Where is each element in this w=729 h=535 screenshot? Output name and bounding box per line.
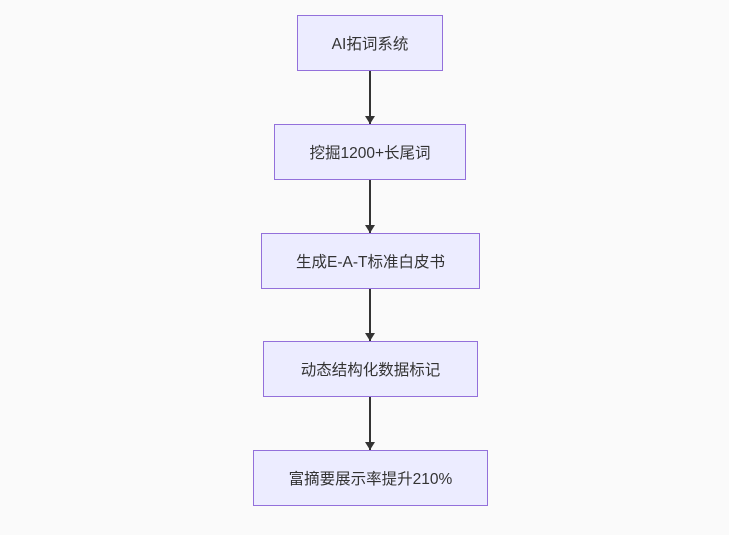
- flow-node-structured-data-markup: 动态结构化数据标记: [263, 341, 478, 397]
- flow-node-rich-snippet-result: 富摘要展示率提升210%: [253, 450, 488, 506]
- node-label: 挖掘1200+长尾词: [309, 145, 431, 162]
- flow-arrow-3: [365, 289, 375, 341]
- flow-arrow-4: [365, 397, 375, 450]
- node-label: 动态结构化数据标记: [300, 362, 441, 379]
- flow-arrow-1: [365, 71, 375, 124]
- node-label: 生成E-A-T标准白皮书: [296, 254, 445, 271]
- flow-node-eat-whitepaper: 生成E-A-T标准白皮书: [261, 233, 480, 289]
- flow-node-ai-word-system: AI拓词系统: [297, 15, 443, 71]
- flow-node-longtail-mining: 挖掘1200+长尾词: [274, 124, 466, 180]
- node-label: 富摘要展示率提升210%: [288, 471, 453, 488]
- node-label: AI拓词系统: [331, 36, 409, 53]
- flow-arrow-2: [365, 180, 375, 233]
